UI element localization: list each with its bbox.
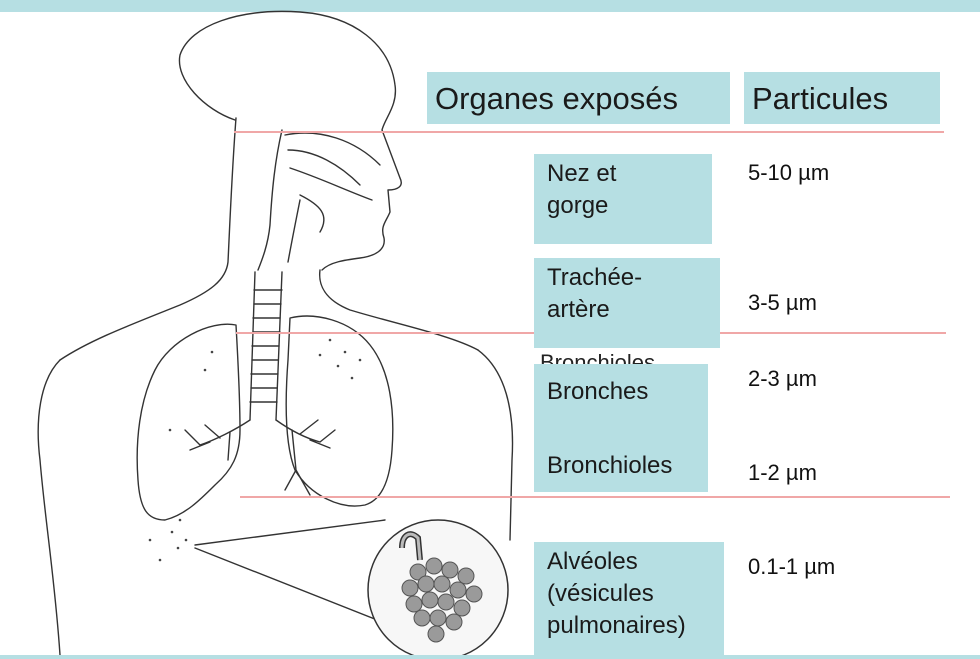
organ-label-bronchi: Bronches <box>547 376 648 408</box>
organ-nose-throat: Nez et gorge <box>534 154 712 244</box>
pharynx <box>258 130 282 270</box>
head-outline <box>179 11 401 270</box>
organ-label-line: Trachée- <box>547 262 720 294</box>
organ-label-bronchioles: Bronchioles <box>547 450 672 482</box>
zoom-line-bottom <box>195 548 390 625</box>
header-particles: Particules <box>744 72 940 124</box>
header-organs-label: Organes exposés <box>435 83 678 114</box>
organ-label-line: Alvéoles <box>547 546 724 578</box>
neck-right <box>320 270 478 350</box>
organ-label-line: artère <box>547 294 720 326</box>
size-bronchioles: 1-2 µm <box>748 460 817 486</box>
organ-label-line: (vésicules <box>547 578 724 610</box>
bottom-accent-bar <box>0 655 980 659</box>
size-trachea: 3-5 µm <box>748 290 817 316</box>
header-particles-label: Particules <box>752 83 888 114</box>
organ-label-line: pulmonaires) <box>547 610 724 642</box>
size-bronchi: 2-3 µm <box>748 366 817 392</box>
neck-left <box>60 118 236 360</box>
torso-right <box>478 350 513 540</box>
left-lung <box>137 324 240 520</box>
right-lung <box>286 316 393 506</box>
separator-line-3 <box>240 496 950 498</box>
size-nose-throat: 5-10 µm <box>748 160 829 186</box>
organ-bronchi-bronchioles: Bronches Bronchioles <box>534 364 708 492</box>
alveoli-magnified <box>368 520 508 659</box>
organ-label-line: gorge <box>547 190 712 222</box>
separator-line-1 <box>234 131 944 133</box>
zoom-line-top <box>195 520 385 545</box>
organ-label-line: Nez et <box>547 158 712 190</box>
header-organs: Organes exposés <box>427 72 730 124</box>
organ-alveoli: Alvéoles (vésicules pulmonaires) <box>534 542 724 659</box>
nasal-cavity <box>285 133 380 232</box>
torso-left <box>38 360 60 655</box>
left-bronchus <box>185 420 250 460</box>
size-alveoli: 0.1-1 µm <box>748 554 835 580</box>
organ-trachea: Trachée- artère <box>534 258 720 348</box>
